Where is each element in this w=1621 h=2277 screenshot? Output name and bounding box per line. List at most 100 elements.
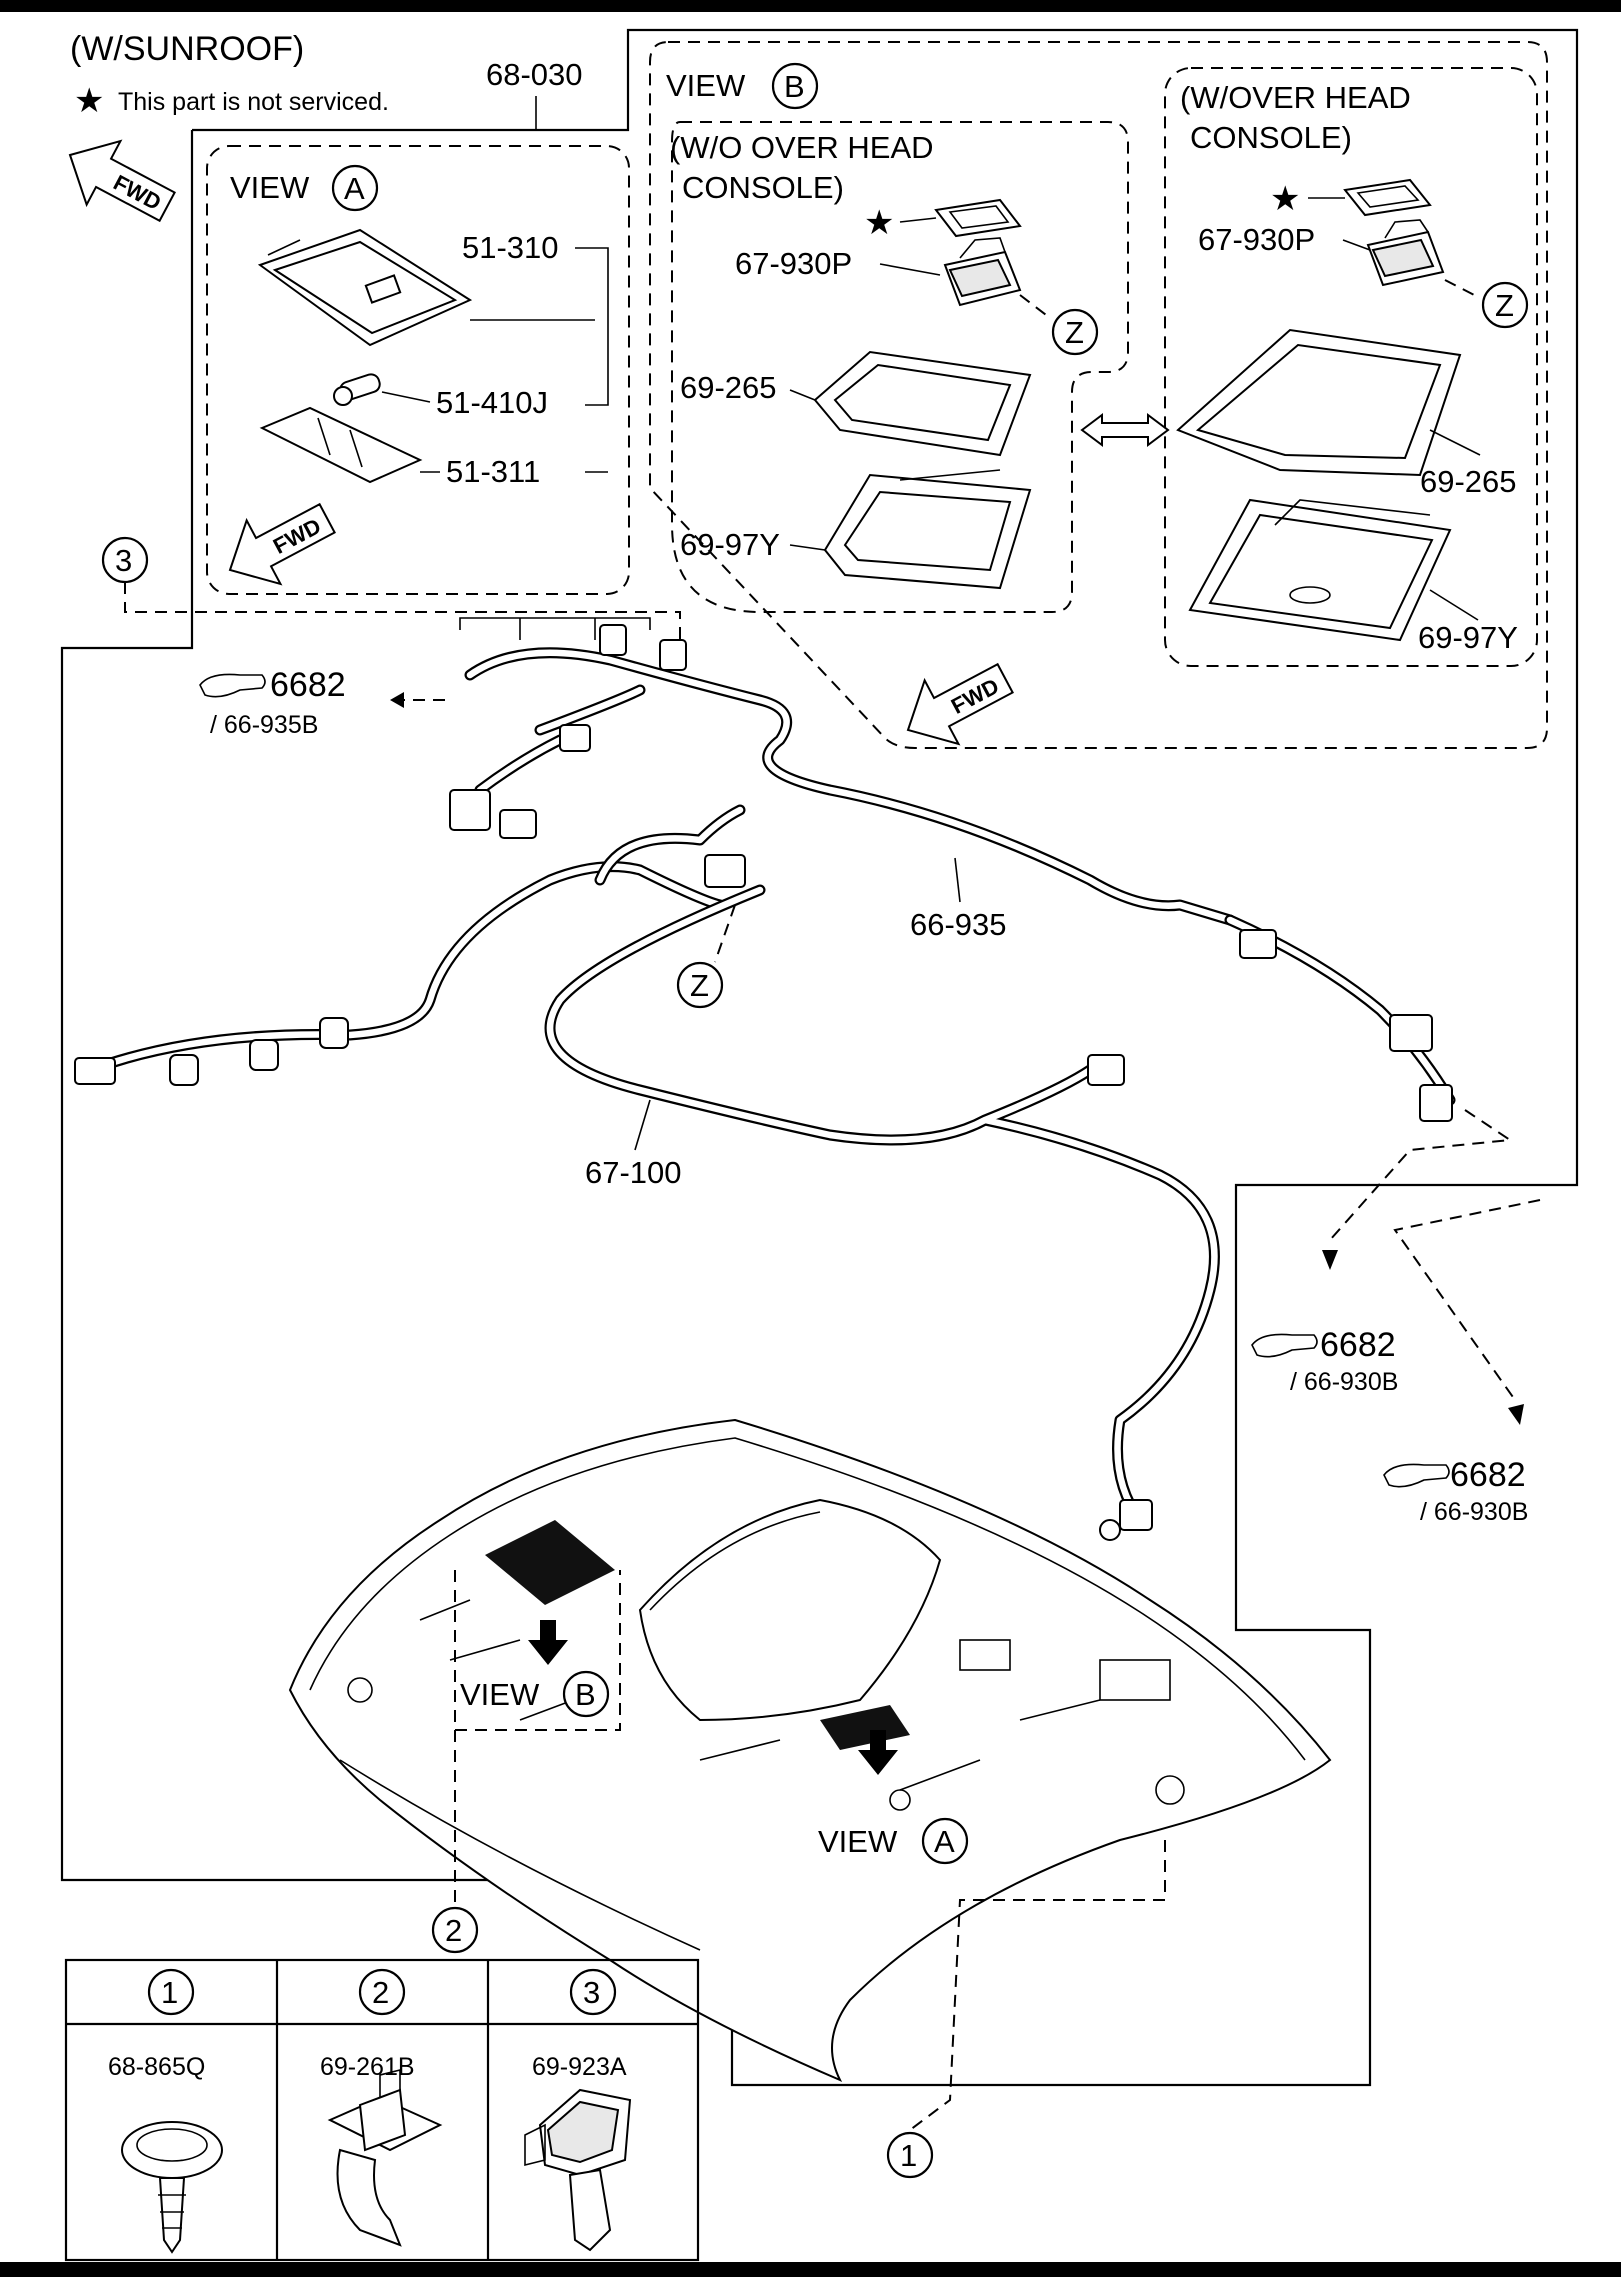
ref-part-a: / 66-935B: [210, 711, 318, 739]
view-b-headliner-label: VIEW: [460, 1677, 540, 1712]
fastener-legend-table: [64, 1958, 700, 2262]
view-a-box: [206, 145, 630, 595]
view-b-pointer-icon: [528, 1620, 568, 1665]
hand-pointer-icon: [1251, 1333, 1318, 1358]
view-a-headliner-label: VIEW: [818, 1824, 898, 1859]
wo-console-line1: (W/O OVER HEAD: [670, 130, 934, 165]
z-circle-a: [1051, 308, 1099, 356]
leader-bulb: [381, 391, 431, 403]
bottom-rule: [0, 2262, 1621, 2277]
push-clip-part: [121, 2121, 223, 2254]
marker-1-label: 1: [900, 2138, 917, 2173]
ref-page-c: 6682: [1450, 1456, 1526, 1494]
callout-roof-harness: 66-935: [910, 907, 1007, 942]
view-b-circle: [771, 62, 819, 110]
console-bezel-part: [1176, 328, 1462, 477]
callout-w-bezel: 69-265: [1420, 464, 1517, 499]
arrowhead-icon: [1508, 1404, 1524, 1425]
fwd-arrow-icon: FWD: [228, 502, 336, 586]
view-b-label: VIEW: [666, 68, 746, 103]
callout-lens: 51-311: [446, 454, 540, 489]
star-icon: ★: [74, 82, 104, 120]
switch-plate-part: [934, 198, 1022, 238]
callout-w-switch: 67-930P: [1198, 222, 1315, 257]
housing-part: [823, 469, 1032, 590]
leader-wo-switch: [879, 263, 941, 276]
lens-part: [259, 406, 423, 484]
w-console-line1: (W/OVER HEAD: [1180, 80, 1411, 115]
diagram-title: (W/SUNROOF): [70, 30, 304, 68]
star-icon: ★: [1270, 180, 1300, 218]
legend-marker-2: [358, 1968, 406, 2016]
retainer-clip-part: [327, 2068, 443, 2247]
switch-part: [943, 237, 1022, 307]
ref-part-c: / 66-930B: [1420, 1498, 1528, 1526]
switch-part: [1366, 219, 1445, 287]
bezel-part: [813, 350, 1032, 457]
z-circle-b: [1481, 281, 1529, 329]
legend-num-1: 1: [161, 1975, 178, 2010]
callout-wo-switch: 67-930P: [735, 246, 852, 281]
view-a-letter: A: [344, 171, 365, 206]
z-circle-c: [676, 961, 724, 1009]
leader-marker-3: [124, 582, 681, 650]
ref-page-b: 6682: [1320, 1326, 1396, 1364]
leader-z-a: [1019, 294, 1051, 319]
callout-sunvisor: 51-310: [462, 230, 559, 265]
headliner-part: [288, 1418, 1332, 2082]
legend-num-2: 2: [372, 1975, 389, 2010]
w-console-box: [1164, 67, 1538, 667]
callout-wo-bezel: 69-265: [680, 370, 777, 405]
view-b-headliner-circle: [562, 1670, 610, 1718]
leader-star-a: [899, 217, 937, 223]
z-letter-c: Z: [690, 968, 709, 1003]
sunroof-harness-part: [544, 884, 1220, 1541]
leader-z-c: [714, 904, 736, 963]
legend-part-2: 69-261B: [320, 2053, 415, 2081]
leader-w-housing: [1429, 589, 1479, 621]
view-a-label: VIEW: [230, 170, 310, 205]
wo-console-line2: CONSOLE): [682, 170, 844, 205]
roof-harness-part: [74, 617, 1456, 1122]
bulb-part: [333, 373, 381, 406]
legend-marker-3: [569, 1968, 617, 2016]
view-b-letter: B: [784, 69, 805, 104]
leader-w-bezel: [1429, 429, 1481, 456]
marker-3-label: 3: [115, 543, 132, 578]
z-letter-b: Z: [1495, 288, 1514, 323]
callout-bulb: 51-410J: [436, 385, 548, 420]
headliner-frame: [60, 28, 1579, 2087]
not-serviced-note: This part is not serviced.: [118, 88, 389, 116]
marker-2-label: 2: [445, 1913, 462, 1948]
callout-frame: 68-030: [486, 57, 583, 92]
legend-num-3: 3: [583, 1975, 600, 2010]
switch-plate-part: [1343, 178, 1432, 217]
view-b-box: [649, 41, 1548, 749]
callout-wo-housing: 69-97Y: [680, 527, 780, 562]
bracket-part: [524, 2088, 632, 2252]
legend-marker-1: [147, 1968, 195, 2016]
leader-wo-bezel: [789, 389, 816, 401]
leader-sunvisor: [575, 247, 609, 406]
view-b-outline: [454, 1570, 621, 1731]
ref-part-b: / 66-930B: [1290, 1368, 1398, 1396]
leader-roof-harness: [954, 857, 961, 903]
map-lamp-part: [257, 228, 473, 347]
leader-ref-b: [1329, 1109, 1513, 1241]
view-b-headliner-letter: B: [575, 1677, 596, 1712]
leader-marker-1: [909, 1840, 1166, 2131]
callout-sunroof-harness: 67-100: [585, 1155, 682, 1190]
view-a-circle: [331, 164, 379, 212]
marker-1: [886, 2131, 934, 2179]
console-housing-part: [1188, 498, 1452, 642]
hand-pointer-icon: [199, 673, 266, 698]
legend-part-3: 69-923A: [532, 2053, 627, 2081]
swap-arrow-icon: [1080, 413, 1170, 447]
marker-2: [431, 1906, 479, 1954]
legend-part-1: 68-865Q: [108, 2053, 205, 2081]
fwd-arrow-icon: FWD: [906, 662, 1014, 746]
callout-w-housing: 69-97Y: [1418, 620, 1518, 655]
view-a-pointer-icon: [858, 1730, 898, 1775]
leader-z-b: [1444, 279, 1481, 299]
